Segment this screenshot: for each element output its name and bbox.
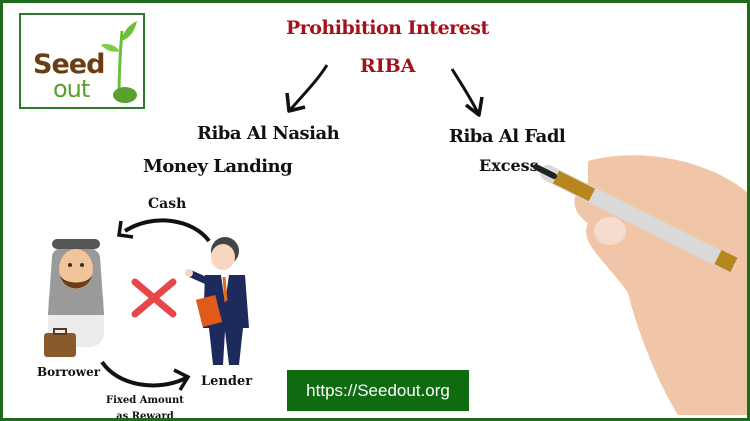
logo-text-seed: Seed bbox=[33, 49, 105, 80]
curved-arrow-reward-icon bbox=[100, 360, 191, 391]
reward-label: Fixed Amount as Reward bbox=[106, 393, 184, 421]
reward-label-line1: Fixed Amount bbox=[106, 395, 184, 406]
borrower-label: Borrower bbox=[37, 365, 101, 379]
heading-subtitle: RIBA bbox=[360, 55, 416, 77]
website-link-button[interactable]: https://Seedout.org bbox=[287, 370, 469, 411]
lender-label: Lender bbox=[201, 374, 253, 389]
branch-right-title: Riba Al Fadl bbox=[449, 126, 566, 147]
hand-with-pen-illustration bbox=[533, 155, 747, 415]
branch-left-subtitle: Money Landing bbox=[143, 156, 293, 177]
branch-right-subtitle: Excess bbox=[479, 156, 539, 175]
sprout-icon bbox=[101, 21, 137, 103]
borrower-figure bbox=[44, 239, 104, 357]
seedout-logo: Seed out bbox=[19, 13, 145, 109]
heading-title: Prohibition Interest bbox=[286, 17, 489, 39]
curved-arrow-cash-icon bbox=[117, 218, 211, 243]
arrow-right-icon bbox=[450, 68, 484, 117]
prohibited-cross-icon bbox=[131, 278, 177, 318]
cash-label: Cash bbox=[148, 196, 187, 212]
logo-text-out: out bbox=[53, 75, 90, 103]
reward-label-line2: as Reward bbox=[116, 411, 174, 421]
branch-left-title: Riba Al Nasiah bbox=[197, 123, 340, 144]
lender-figure bbox=[185, 237, 249, 365]
arrow-left-icon bbox=[285, 64, 329, 113]
